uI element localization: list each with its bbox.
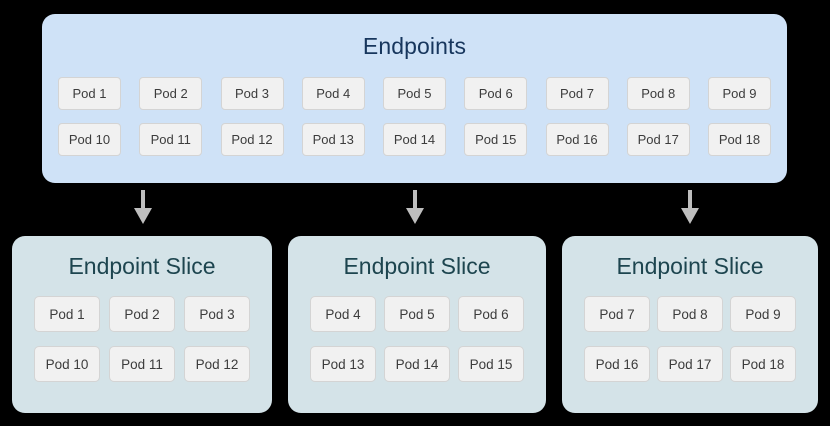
pod-chip[interactable]: Pod 4 xyxy=(310,296,376,332)
pod-chip[interactable]: Pod 10 xyxy=(34,346,100,382)
pod-chip[interactable]: Pod 5 xyxy=(383,77,446,110)
endpoint-slice-pod-row: Pod 7 Pod 8 Pod 9 xyxy=(584,296,796,332)
pod-chip[interactable]: Pod 3 xyxy=(184,296,250,332)
pod-chip[interactable]: Pod 15 xyxy=(464,123,528,156)
pod-chip[interactable]: Pod 10 xyxy=(58,123,121,156)
pod-chip[interactable]: Pod 7 xyxy=(584,296,650,332)
endpoint-slice-title: Endpoint Slice xyxy=(343,253,491,279)
pod-chip[interactable]: Pod 2 xyxy=(109,296,175,332)
pod-chip[interactable]: Pod 12 xyxy=(220,123,284,156)
pod-chip[interactable]: Pod 16 xyxy=(584,346,650,382)
endpoints-pod-row: Pod 10 Pod 11 Pod 12 Pod 13 Pod 14 Pod 1… xyxy=(58,123,771,156)
pod-chip[interactable]: Pod 15 xyxy=(458,346,524,382)
pod-chip[interactable]: Pod 13 xyxy=(301,123,365,156)
pod-chip[interactable]: Pod 8 xyxy=(657,296,723,332)
pod-chip[interactable]: Pod 11 xyxy=(139,123,203,156)
pod-chip[interactable]: Pod 11 xyxy=(109,346,175,382)
endpoint-slice-panel: Endpoint Slice Pod 4 Pod 5 Pod 6 Pod 13 … xyxy=(288,236,546,413)
endpoint-slice-pod-grid: Pod 1 Pod 2 Pod 3 Pod 10 Pod 11 Pod 12 xyxy=(34,296,250,382)
pod-chip[interactable]: Pod 6 xyxy=(464,77,528,110)
pod-chip[interactable]: Pod 4 xyxy=(301,77,365,110)
endpoint-slice-title: Endpoint Slice xyxy=(68,253,216,279)
pod-chip[interactable]: Pod 16 xyxy=(545,123,609,156)
down-arrow-icon xyxy=(681,190,699,224)
pod-chip[interactable]: Pod 3 xyxy=(220,77,284,110)
endpoint-slice-panel: Endpoint Slice Pod 1 Pod 2 Pod 3 Pod 10 … xyxy=(12,236,272,413)
pod-chip[interactable]: Pod 13 xyxy=(310,346,376,382)
pod-chip[interactable]: Pod 17 xyxy=(657,346,723,382)
endpoints-pod-grid: Pod 1 Pod 2 Pod 3 Pod 4 Pod 5 Pod 6 Pod … xyxy=(58,77,771,156)
endpoint-slice-title: Endpoint Slice xyxy=(616,253,764,279)
pod-chip[interactable]: Pod 12 xyxy=(184,346,250,382)
endpoint-slice-pod-row: Pod 16 Pod 17 Pod 18 xyxy=(584,346,796,382)
pod-chip[interactable]: Pod 1 xyxy=(58,77,121,110)
endpoint-slice-pod-row: Pod 10 Pod 11 Pod 12 xyxy=(34,346,250,382)
pod-chip[interactable]: Pod 6 xyxy=(458,296,524,332)
pod-chip[interactable]: Pod 1 xyxy=(34,296,100,332)
down-arrow-icon xyxy=(134,190,152,224)
endpoint-slice-pod-grid: Pod 7 Pod 8 Pod 9 Pod 16 Pod 17 Pod 18 xyxy=(584,296,796,382)
pod-chip[interactable]: Pod 2 xyxy=(139,77,203,110)
pod-chip[interactable]: Pod 18 xyxy=(708,123,771,156)
endpoint-slice-pod-row: Pod 1 Pod 2 Pod 3 xyxy=(34,296,250,332)
endpoint-slice-panel: Endpoint Slice Pod 7 Pod 8 Pod 9 Pod 16 … xyxy=(562,236,818,413)
endpoints-panel: Endpoints Pod 1 Pod 2 Pod 3 Pod 4 Pod 5 … xyxy=(42,14,787,183)
endpoints-title: Endpoints xyxy=(362,33,467,59)
endpoint-slice-pod-row: Pod 13 Pod 14 Pod 15 xyxy=(310,346,524,382)
pod-chip[interactable]: Pod 14 xyxy=(383,123,446,156)
endpoint-slice-pod-grid: Pod 4 Pod 5 Pod 6 Pod 13 Pod 14 Pod 15 xyxy=(310,296,524,382)
endpoints-pod-row: Pod 1 Pod 2 Pod 3 Pod 4 Pod 5 Pod 6 Pod … xyxy=(58,77,771,110)
pod-chip[interactable]: Pod 9 xyxy=(730,296,796,332)
endpoint-slice-pod-row: Pod 4 Pod 5 Pod 6 xyxy=(310,296,524,332)
pod-chip[interactable]: Pod 8 xyxy=(626,77,690,110)
pod-chip[interactable]: Pod 18 xyxy=(730,346,796,382)
pod-chip[interactable]: Pod 9 xyxy=(708,77,771,110)
pod-chip[interactable]: Pod 14 xyxy=(384,346,450,382)
pod-chip[interactable]: Pod 17 xyxy=(626,123,690,156)
pod-chip[interactable]: Pod 7 xyxy=(545,77,609,110)
down-arrow-icon xyxy=(406,190,424,224)
pod-chip[interactable]: Pod 5 xyxy=(384,296,450,332)
